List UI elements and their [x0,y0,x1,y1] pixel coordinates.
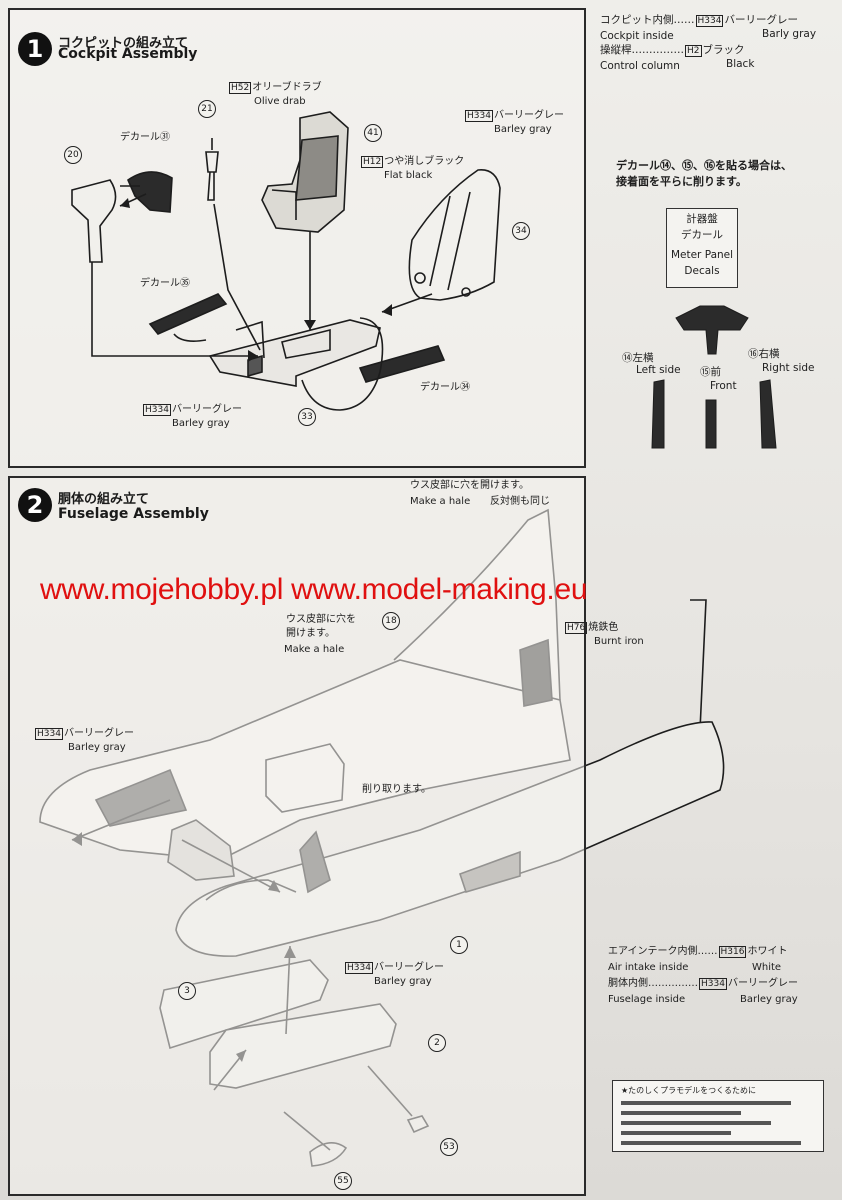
left-side-jp: ⑭左横 [622,352,654,364]
part-55: 55 [334,1172,352,1190]
white-en: White [752,962,782,973]
part-1: 1 [450,936,468,954]
front-jp: ⑮前 [700,366,721,378]
meter-panel-jp: 計器盤 [686,213,718,225]
air-intake-en: Air intake inside [608,962,689,973]
meter-panel-box: 計器盤 デカール Meter Panel Decals [666,208,738,288]
step1-title-en: Cockpit Assembly [58,46,198,62]
part-20: 20 [64,146,82,164]
part-33: 33 [298,408,316,426]
barley-gray-intake-en: Barley gray [740,994,798,1005]
tips-line-1 [621,1101,791,1105]
step2-number: 2 [18,488,52,522]
control-column-en: Control column [600,60,680,72]
black-en: Black [726,58,755,70]
barly-gray-en: Barly gray [762,28,817,40]
step1-title-jp: コクピットの組み立て [58,36,189,51]
decal-31-label: デカール㉛ [120,132,170,143]
hole-top-en: Make a hale [410,496,471,507]
cockpit-inside-en: Cockpit inside [600,30,674,42]
right-side-jp: ⑯右横 [748,348,780,360]
step2-title-jp: 胴体の組み立て [58,492,150,507]
hobby-tips-box: ★たのしくプラモデルをつくるために [612,1080,824,1152]
meter-panel-en1: Meter Panel [670,249,734,261]
part-34: 34 [512,222,530,240]
part-53: 53 [440,1138,458,1156]
step2-title-en: Fuselage Assembly [58,506,209,522]
flat-black-en: Flat black [384,170,433,181]
cut-off-jp: 削り取ります。 [362,784,431,795]
fuselage-inside-en: Fuselage inside [608,994,686,1005]
part-2: 2 [428,1034,446,1052]
barley-gray-step2b-en: Barley gray [374,976,432,987]
meter-panel-en2: Decals [684,265,720,277]
hole-mid-jp2: 開けます。 [286,628,335,639]
barley-gray-step2-en: Barley gray [68,742,126,753]
opposite-side-jp: 反対側も同じ [490,496,550,507]
olive-drab-en: Olive drab [254,96,306,107]
tips-line-2 [621,1111,741,1115]
step1-number: 1 [18,32,52,66]
burnt-iron-en: Burnt iron [594,636,644,647]
barley-gray-en: Barley gray [494,124,552,135]
hole-mid-jp1: ウス皮部に穴を [286,614,356,625]
front-en: Front [710,380,737,392]
decal-34-label: デカール㉞ [420,382,470,393]
decal-note-line2: 接着面を平らに削ります。 [616,175,747,188]
tips-line-4 [621,1131,731,1135]
tips-line-3 [621,1121,771,1125]
tips-line-5 [621,1141,801,1145]
decal-note-line1: デカール⑭、⑮、⑯を貼る場合は、 [616,159,792,172]
hobby-tips-title: ★たのしくプラモデルをつくるために [621,1086,757,1095]
part-41: 41 [364,124,382,142]
part-3: 3 [178,982,196,1000]
hole-top-jp: ウス皮部に穴を開けます。 [410,480,529,491]
step2-panel: 2 胴体の組み立て Fuselage Assembly [8,476,586,1196]
right-side-en: Right side [762,362,815,374]
left-side-en: Left side [636,364,681,376]
decal-35-label: デカール㉟ [140,278,190,289]
bottom-barley-en: Barley gray [172,418,230,429]
watermark-url: www.mojehobby.pl www.model-making.eu [40,573,588,606]
part-21: 21 [198,100,216,118]
meter-panel-decal-jp: デカール [681,229,723,241]
hole-mid-en: Make a hale [284,644,345,655]
part-18: 18 [382,612,400,630]
